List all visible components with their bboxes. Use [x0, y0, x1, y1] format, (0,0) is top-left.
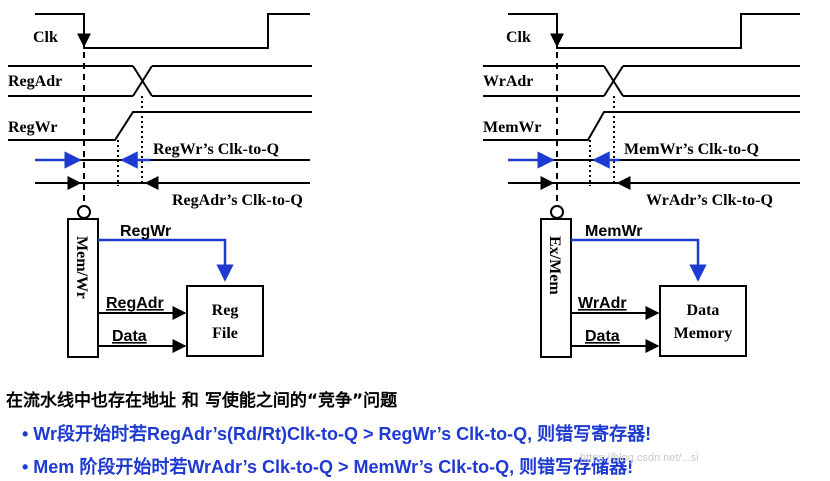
right-signal-top-wire [571, 238, 707, 282]
left-addr-label: RegAdr [8, 73, 62, 90]
left-addr-delay-label: RegAdr’s Clk-to-Q [172, 192, 303, 209]
left-register-clock-bubble [77, 205, 91, 219]
right-pipeline-register [540, 218, 572, 358]
left-signal-top-label: RegWr [120, 223, 171, 240]
right-signal-top-label: MemWr [585, 223, 643, 240]
right-register-clock-bubble [550, 205, 564, 219]
right-addr-label: WrAdr [483, 73, 533, 90]
left-unit-box [186, 285, 264, 357]
left-wr-waveform [8, 111, 312, 141]
watermark-text: https://blog.csdn.net/...si [580, 452, 699, 464]
right-diagram: Clk WrAdr MemWr MemWr’s Clk-to-Q WrAdr’s… [483, 13, 800, 358]
right-wr-delay-label: MemWr’s Clk-to-Q [624, 141, 759, 158]
right-register-label: Ex/Mem [546, 236, 563, 295]
left-clock-waveform [35, 13, 310, 49]
left-register-label: Mem/Wr [73, 236, 90, 299]
right-unit-box [659, 285, 747, 357]
left-address-bus [8, 65, 312, 97]
right-signal-bottom-label: Data [585, 328, 620, 345]
left-clk-label: Clk [33, 29, 58, 46]
left-unit-line2: File [212, 325, 238, 342]
right-unit-line1: Data [687, 302, 720, 319]
right-wr-label: MemWr [483, 119, 541, 136]
left-signal-mid-label: RegAdr [106, 295, 164, 312]
left-signal-bottom-label: Data [112, 328, 147, 345]
right-address-bus [483, 65, 800, 97]
right-wr-waveform [483, 111, 800, 141]
notes-heading: 在流水线中也存在地址 和 写使能之间的“竞争”问题 [6, 391, 398, 411]
left-pipeline-register [67, 218, 99, 358]
notes-bullet-2: • Mem 阶段开始时若WrAdr’s Clk-to-Q > MemWr’s C… [22, 457, 634, 477]
right-clk-label: Clk [506, 29, 531, 46]
left-signal-top-wire [98, 238, 234, 282]
right-unit-line2: Memory [674, 325, 733, 342]
right-addr-delay-label: WrAdr’s Clk-to-Q [646, 192, 773, 209]
left-wr-delay-label: RegWr’s Clk-to-Q [153, 141, 279, 158]
notes-bullet-1: • Wr段开始时若RegAdr’s(Rd/Rt)Clk-to-Q > RegWr… [22, 424, 652, 444]
right-clock-waveform [508, 13, 800, 49]
left-unit-line1: Reg [212, 302, 239, 319]
left-diagram: Clk RegAdr RegWr RegWr’s Clk-to-Q RegAdr… [8, 13, 312, 358]
right-signal-mid-label: WrAdr [578, 295, 627, 312]
left-wr-label: RegWr [8, 119, 57, 136]
